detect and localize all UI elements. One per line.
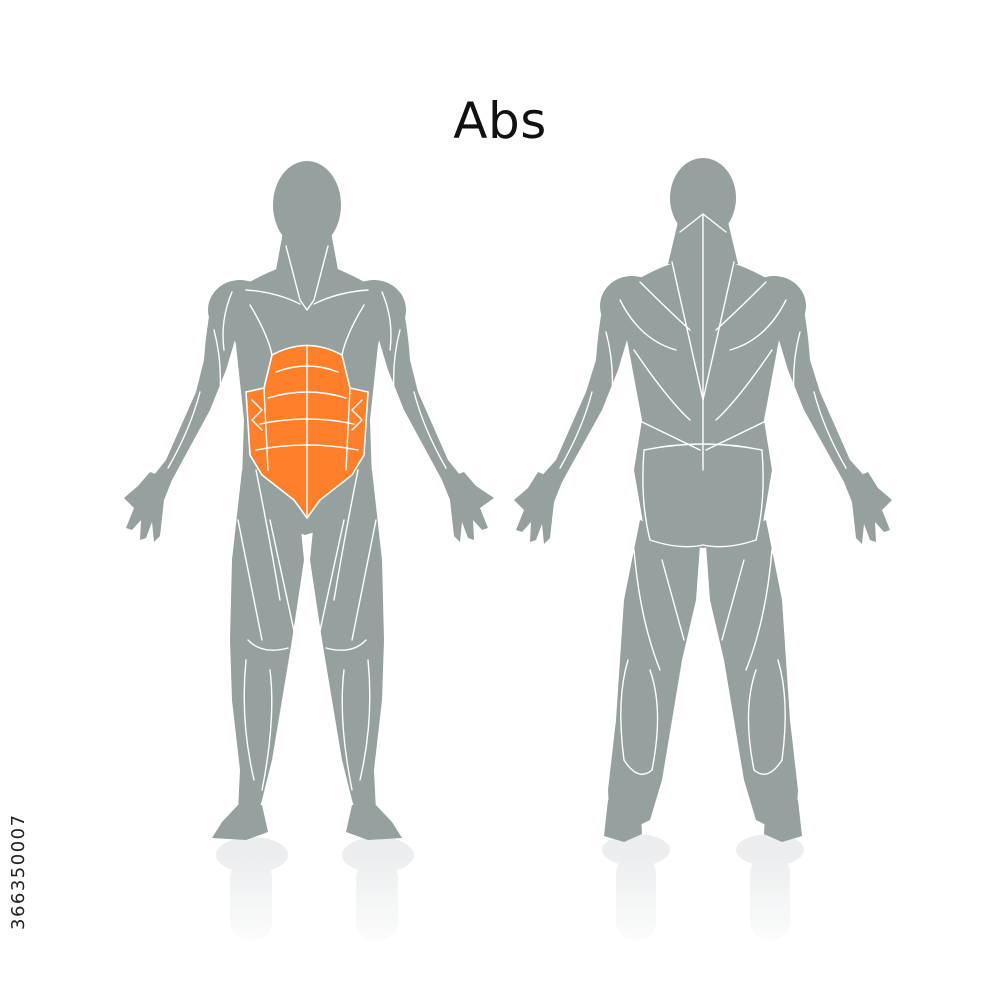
front-figure [124, 161, 494, 940]
stock-id-label: 366350007 [8, 813, 29, 930]
front-muscle-lines [167, 245, 447, 791]
abs-highlight [245, 344, 369, 520]
page-title: Abs [453, 91, 547, 150]
back-figure [514, 158, 892, 940]
back-body-silhouette [514, 158, 892, 842]
back-muscle-lines [559, 213, 847, 775]
